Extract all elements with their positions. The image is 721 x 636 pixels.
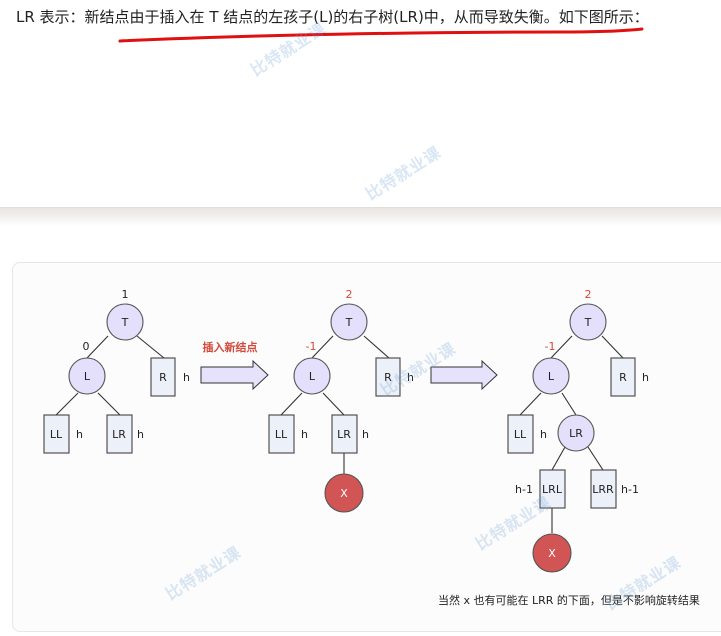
node-t-label: T [584,316,592,329]
subtree-lrr-height: h-1 [621,483,639,496]
subtree-ll-label: LL [275,428,288,441]
node-lr-label: LR [569,427,583,440]
subtree-lr-height: h [137,428,144,441]
subtree-lrr-label: LRR [592,483,614,496]
subtree-ll-label: LL [514,428,527,441]
node-l-label: L [309,370,316,383]
node-l [532,357,570,395]
node-l-label: L [84,370,91,383]
subtree-lr-label: LR [112,428,126,441]
node-t [569,303,607,341]
section-divider [0,207,721,226]
subtree-lrr [590,469,617,509]
subtree-r-height: h [407,371,414,384]
node-t [106,303,144,341]
subtree-lrl-label: LRL [542,483,563,496]
subtree-r [375,357,401,397]
subtree-lr-height: h [362,428,369,441]
subtree-ll [268,414,295,454]
subtree-lr [106,414,133,454]
subtree-lrl-height: h-1 [515,483,533,496]
subtree-lr-label: LR [337,428,351,441]
subtree-r-height: h [183,371,190,384]
right-arrow-icon [430,359,498,391]
subtree-r-label: R [619,371,627,384]
tree-before: 1 T 0 L R h LL h LR h [43,288,190,454]
subtree-ll-height: h [540,428,547,441]
t-balance-factor-updated: 2 [346,288,353,301]
subtree-lrl [539,469,566,509]
diagram-caption: 当然 x 也有可能在 LRR 的下面，但是不影响旋转结果 [438,594,700,607]
subtree-ll-label: LL [50,428,63,441]
subtree-r-label: R [384,371,392,384]
subtree-r-label: R [159,371,167,384]
subtree-ll-height: h [301,428,308,441]
node-lr [557,414,595,452]
subtree-ll [43,414,70,454]
node-l-label: L [548,370,555,383]
subtree-r [150,357,176,397]
l-balance-factor-updated: -1 [545,340,556,353]
t-balance-factor: 1 [122,288,129,301]
new-node-x-label: X [340,487,348,500]
subtree-ll-height: h [76,428,83,441]
tree-after-insert: 2 T -1 L R h LL h LR h X [268,288,414,513]
node-l [293,357,331,395]
subtree-r [610,357,636,397]
tree-lr-expanded: 2 T -1 L R h LL h LR LRL h-1 LRR h-1 X [507,288,649,573]
t-balance-factor-updated: 2 [585,288,592,301]
node-t-label: T [121,316,129,329]
insert-node-label: 插入新结点 [203,340,258,354]
subtree-ll [507,414,534,454]
l-balance-factor: 0 [83,340,90,353]
subtree-lr [331,414,358,454]
node-t-label: T [345,316,353,329]
right-arrow-icon [200,359,269,391]
node-l [68,357,106,395]
heading-text: LR 表示：新结点由于插入在 T 结点的左孩子(L)的右子树(LR)中，从而导致… [16,8,649,26]
node-t [330,303,368,341]
subtree-r-height: h [642,371,649,384]
new-node-x-label: X [548,547,556,560]
new-node-x [532,533,572,573]
l-balance-factor-updated: -1 [306,340,317,353]
new-node-x [324,473,364,513]
